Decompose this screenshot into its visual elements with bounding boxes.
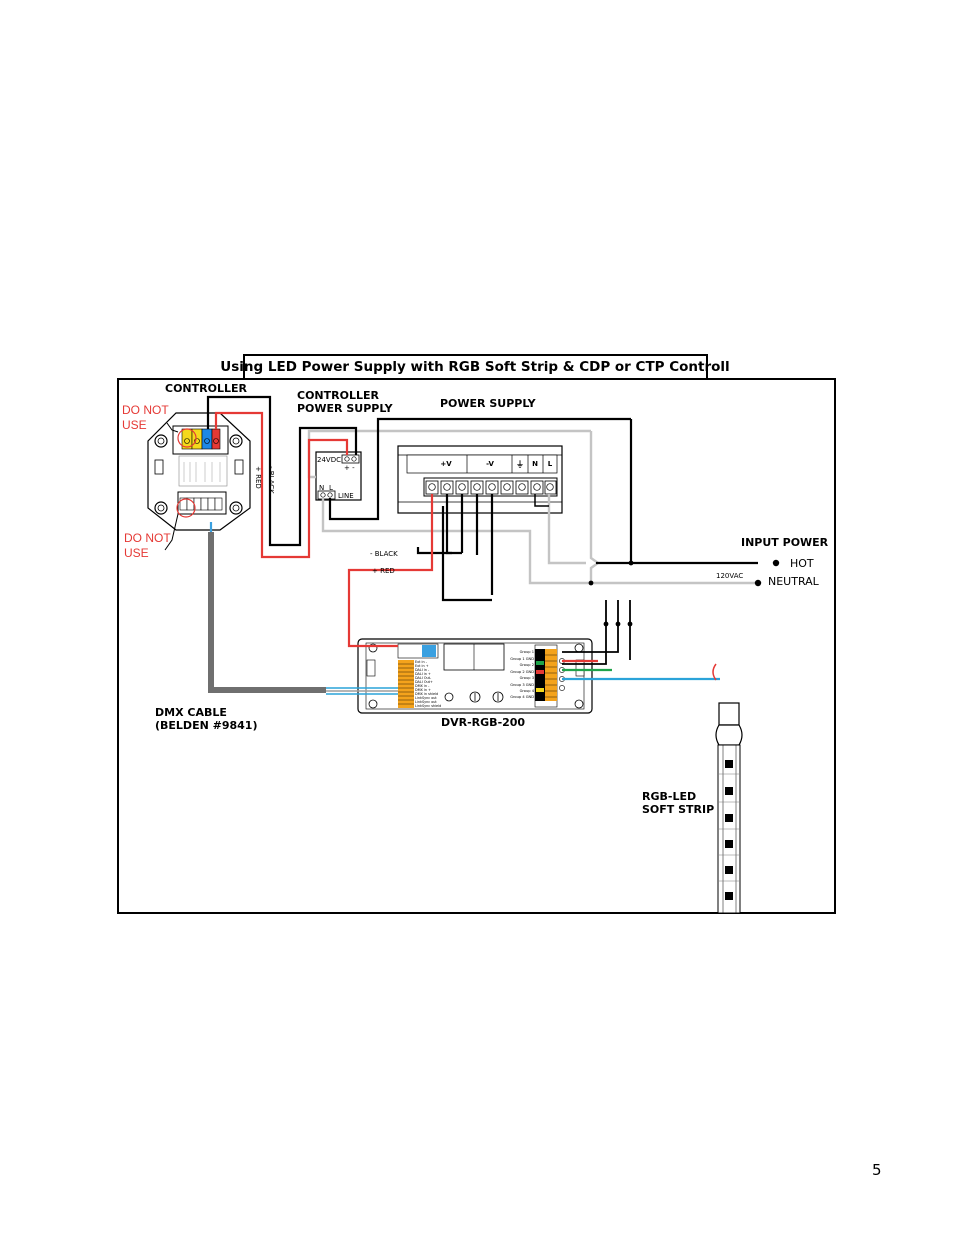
- dvr-left-terminal-label: DMX in -: [415, 684, 430, 688]
- do-not-use-marker-bottom: [176, 498, 196, 518]
- diagram-title: Using LED Power Supply with RGB Soft Str…: [220, 359, 729, 375]
- input-power-label: INPUT POWER: [741, 536, 829, 549]
- rgb-led-label-line2: SOFT STRIP: [642, 803, 714, 816]
- wire-label-red-vertical: + RED: [254, 466, 262, 489]
- dvr-right-terminal-label: Group 1: [520, 650, 534, 654]
- hot-label: HOT: [790, 557, 814, 570]
- wire-red-dvr-power: [347, 494, 434, 648]
- dmx-cable-label-line2: (BELDEN #9841): [155, 719, 257, 732]
- neutral-label: NEUTRAL: [768, 575, 820, 588]
- dvr-right-terminal-label: Group 4 GND: [510, 695, 534, 699]
- diagram-frame: [117, 378, 836, 914]
- dvr-left-terminal-label: DALI in +: [415, 672, 431, 676]
- dvr-right-terminal-label: Group 2 GND: [510, 670, 534, 674]
- dvr-right-terminal-labels: Group 1 Group 1 GND Group 2 Group 2 GND …: [510, 650, 534, 699]
- do-not-use-top-line1: DO NOT: [122, 403, 169, 417]
- wire-black-tap-2: [562, 600, 619, 653]
- do-not-use-leader-bottom: [164, 513, 179, 551]
- dvr-left-terminal-label: DMX in +: [415, 688, 431, 692]
- dvr-right-terminal-label: Group 3 GND: [510, 683, 534, 687]
- hot-terminal-dot: [772, 559, 780, 567]
- dvr-right-terminal-label: Group 4: [520, 689, 535, 693]
- terminal-l-label: L: [548, 460, 553, 468]
- dvr-label: DVR-RGB-200: [441, 716, 525, 729]
- wire-red-hop: [712, 663, 717, 681]
- rgb-led-soft-strip: [715, 702, 743, 914]
- power-supply-label: POWER SUPPLY: [440, 397, 537, 410]
- wire-gray-neutral-feed: [589, 431, 601, 583]
- wire-black-cps-hot: [328, 417, 631, 521]
- wire-label-black: - BLACK: [370, 550, 398, 558]
- dmx-cable-label-line1: DMX CABLE: [155, 706, 227, 719]
- terminal-minus-v-label: -V: [486, 460, 494, 468]
- wire-black-l-jumper: [534, 494, 549, 507]
- dvr-right-terminal-label: Group 3: [520, 676, 534, 680]
- controller-power-supply: [315, 451, 362, 501]
- controller-label: CONTROLLER: [165, 382, 247, 395]
- terminal-plus-v-label: +V: [440, 460, 452, 468]
- do-not-use-bottom-line2: USE: [124, 546, 149, 560]
- wire-black-psu-v-link: [441, 506, 492, 602]
- do-not-use-leader-top: [166, 422, 179, 433]
- dvr-left-terminal-label: DALI Out+: [415, 680, 433, 684]
- wire-black-hot: [629, 419, 758, 565]
- do-not-use-bottom-line1: DO NOT: [124, 531, 171, 545]
- dvr-left-terminal-label: DALI Out-: [415, 676, 432, 680]
- dvr-left-terminal-labels: Ext in - Ext in + DALI in - DALI in + DA…: [415, 660, 441, 708]
- dvr-right-terminal-label: Group 2: [520, 663, 534, 667]
- junction-dots: [588, 560, 634, 627]
- do-not-use-top-line2: USE: [122, 418, 147, 432]
- wire-black-dvr-power: [416, 547, 462, 555]
- wire-black-tap-1: [562, 600, 607, 665]
- neutral-terminal-dot: [754, 579, 762, 587]
- controller: [147, 412, 251, 531]
- wire-label-red: + RED: [372, 567, 395, 575]
- wire-black-controller-dc: [206, 395, 358, 547]
- dvr-left-terminal-label: Ext in +: [415, 664, 429, 668]
- psu-l-label: L: [329, 484, 333, 492]
- vac-label: 120VAC: [716, 572, 743, 580]
- dvr-left-terminal-label: DALI in -: [415, 668, 430, 672]
- terminal-n-label: N: [532, 460, 538, 468]
- psu-line-label: LINE: [338, 492, 354, 500]
- dvr-left-terminal-label: LinkSync out: [415, 696, 437, 700]
- controller-power-supply-label-line2: POWER SUPPLY: [297, 402, 394, 415]
- main-power-supply: [397, 445, 563, 514]
- wire-red-controller-dc: [214, 411, 349, 559]
- vdc-label: 24VDC: [317, 456, 341, 464]
- dvr-left-terminal-label: DMX in shield: [415, 692, 438, 696]
- page-number: 5: [872, 1161, 882, 1179]
- do-not-use-marker-top: [177, 428, 197, 448]
- wire-gray-neutral: [321, 498, 758, 585]
- psu-plus-minus-label: + -: [344, 464, 355, 472]
- dmx-cable: [208, 532, 326, 693]
- dvr-rgb-200: [357, 638, 593, 714]
- dvr-right-terminal-label: Group 1 GND: [510, 657, 534, 661]
- dvr-left-terminal-label: LinkSync out: [415, 700, 437, 704]
- dvr-left-terminal-label: Ext in -: [415, 660, 428, 664]
- wire-label-black-vertical: - BLACK: [267, 466, 275, 494]
- dvr-left-terminal-label: LinkSync shield: [415, 704, 441, 708]
- wire-gray-l: [547, 494, 586, 565]
- ground-icon: ⏚: [516, 460, 524, 469]
- rgb-led-label-line1: RGB-LED: [642, 790, 696, 803]
- controller-power-supply-label-line1: CONTROLLER: [297, 389, 379, 402]
- psu-n-label: N: [319, 484, 324, 492]
